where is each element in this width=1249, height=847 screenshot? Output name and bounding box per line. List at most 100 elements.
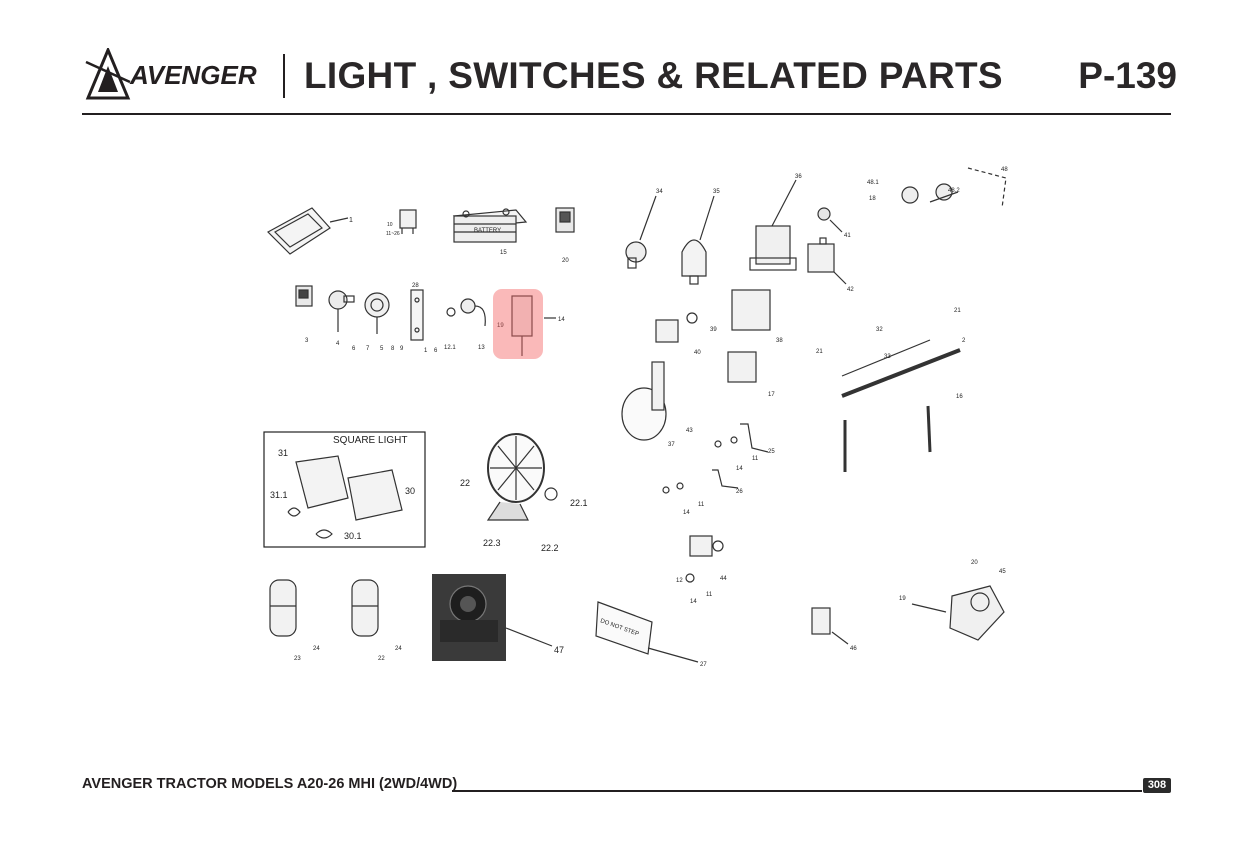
part-25-bracket: [714, 423, 769, 453]
part-19-lamp: [511, 295, 533, 356]
part-26-bracket: [662, 469, 739, 494]
callout-28: 28: [412, 283, 419, 289]
part-22b-lamp: [351, 579, 379, 637]
callout-26: 26: [736, 489, 743, 495]
callout-22b: 22: [378, 656, 385, 662]
callout-25: 25: [768, 449, 775, 455]
callout-31: 31: [278, 448, 288, 458]
callout-24b: 24: [395, 646, 402, 652]
callout-6a: 6: [434, 348, 438, 354]
callout-39: 39: [710, 327, 717, 333]
part-12-1-socket: [446, 298, 486, 327]
callout-19b: 19: [899, 596, 906, 602]
part-39-bulb: [686, 312, 698, 324]
part-37-lamp: [621, 361, 667, 441]
part-17-relay: [727, 351, 757, 383]
callout-19: 19: [497, 323, 504, 329]
part-22-headlight: [486, 433, 558, 521]
callout-30-1: 30.1: [344, 531, 362, 541]
callout-20: 20: [562, 258, 569, 264]
callout-22-2: 22.2: [541, 543, 559, 553]
square-light-caption: SQUARE LIGHT: [333, 435, 407, 446]
part-31-1-clip: [287, 507, 301, 517]
callout-36: 36: [795, 174, 802, 180]
footer-model-text: AVENGER TRACTOR MODELS A20-26 MHI (2WD/4…: [82, 776, 458, 792]
part-2-wiper-rod: [841, 339, 961, 472]
callout-10: 10: [387, 222, 393, 228]
part-28-bracket: [410, 289, 424, 341]
page-code: P-139: [1078, 55, 1177, 96]
callout-21a: 21: [954, 308, 961, 314]
callout-14d: 14: [690, 599, 697, 605]
callout-14: 14: [558, 317, 565, 323]
header-rule: [82, 113, 1171, 115]
callout-35: 35: [713, 189, 720, 195]
part-35-horn: [681, 239, 707, 285]
callout-24a: 24: [313, 646, 320, 652]
callout-3: 3: [305, 338, 309, 344]
part-1-lamp: [267, 207, 349, 255]
callout-1a: 1: [424, 348, 428, 354]
callout-13: 13: [478, 345, 485, 351]
callout-38: 38: [776, 338, 783, 344]
callout-9: 9: [400, 346, 404, 352]
callout-30: 30: [405, 486, 415, 496]
callout-37: 37: [668, 442, 675, 448]
callout-40: 40: [694, 350, 701, 356]
callout-22-3: 22.3: [483, 538, 501, 548]
callout-44: 44: [720, 576, 727, 582]
callout-11: 11~26: [386, 231, 400, 237]
callout-22: 22: [460, 478, 470, 488]
callout-43: 43: [686, 428, 693, 434]
callout-22-1: 22.1: [570, 498, 588, 508]
callout-32: 32: [876, 327, 883, 333]
part-20-switch: [555, 207, 575, 233]
callout-1: 1: [349, 217, 353, 224]
callout-7: 7: [366, 346, 370, 352]
battery-label: BATTERY: [474, 228, 501, 234]
part-27-plate: [595, 601, 653, 655]
part-48-sender: [901, 167, 1007, 209]
callout-45: 45: [999, 569, 1006, 575]
part-34-bulb: [625, 241, 647, 269]
callout-11b: 11: [752, 456, 759, 462]
part-15-battery: [452, 208, 528, 243]
callout-12-1: 12.1: [444, 345, 456, 351]
callout-12: 12: [676, 578, 683, 584]
part-46-block: [811, 607, 831, 635]
part-45-switch: [911, 585, 1005, 641]
page-title: LIGHT , SWITCHES & RELATED PARTS: [304, 55, 1003, 96]
page-number-badge: 308: [1143, 778, 1171, 793]
part-19-highlight[interactable]: [493, 289, 543, 359]
part-11d-nut: [685, 573, 695, 583]
callout-33: 33: [884, 354, 891, 360]
part-3-switch: [295, 285, 313, 307]
square-light-box: [263, 431, 426, 548]
header-divider: [283, 54, 285, 98]
part-30-1-clip: [315, 529, 333, 539]
callout-46: 46: [850, 646, 857, 652]
footer-rule: [452, 790, 1142, 792]
part-40-relay: [655, 319, 679, 343]
callout-48: 48: [1001, 167, 1008, 173]
callout-48-2: 48.2: [948, 188, 960, 194]
part-38-unit: [731, 289, 771, 331]
part-47-panel-photo: [432, 574, 506, 661]
part-31-square-lamp: [295, 455, 403, 521]
part-23-lamp: [269, 579, 297, 637]
avenger-logo: AVENGER: [84, 48, 272, 100]
callout-6: 6: [352, 346, 356, 352]
callout-27: 27: [700, 662, 707, 668]
part-10-relay: [399, 209, 417, 234]
callout-41: 41: [844, 233, 851, 239]
callout-48-1: 48.1: [867, 180, 879, 186]
callout-2: 2: [962, 338, 966, 344]
callout-17: 17: [768, 392, 775, 398]
part-44-switch: [689, 535, 724, 557]
callout-31-1: 31.1: [270, 490, 288, 500]
callout-34: 34: [656, 189, 663, 195]
callout-16: 16: [956, 394, 963, 400]
part-41-nut: [817, 207, 831, 221]
callout-14b: 14: [736, 466, 743, 472]
